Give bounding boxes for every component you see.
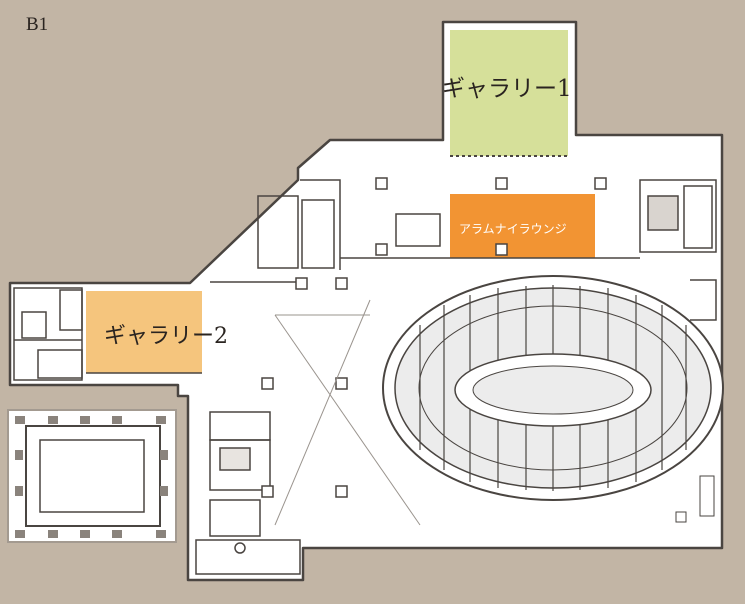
annex-building bbox=[7, 409, 177, 543]
floor-label: B1 bbox=[26, 14, 49, 35]
alumni-lounge-room[interactable] bbox=[450, 194, 595, 258]
gallery-1-label: ギャラリー1 bbox=[442, 76, 572, 102]
right-core bbox=[600, 179, 717, 321]
markers bbox=[675, 475, 715, 523]
left-wing-walls bbox=[13, 287, 202, 381]
gallery-2-room[interactable] bbox=[86, 291, 202, 373]
gallery-1-room[interactable] bbox=[450, 30, 568, 156]
columns bbox=[261, 177, 607, 498]
lower-core bbox=[195, 411, 301, 575]
center-walls bbox=[210, 179, 600, 283]
atrium-lines bbox=[274, 299, 421, 526]
alumni-lounge-label: アラムナイラウンジ bbox=[459, 222, 567, 236]
gallery-2-label: ギャラリー2 bbox=[104, 324, 228, 349]
oval-hall[interactable] bbox=[382, 275, 724, 501]
